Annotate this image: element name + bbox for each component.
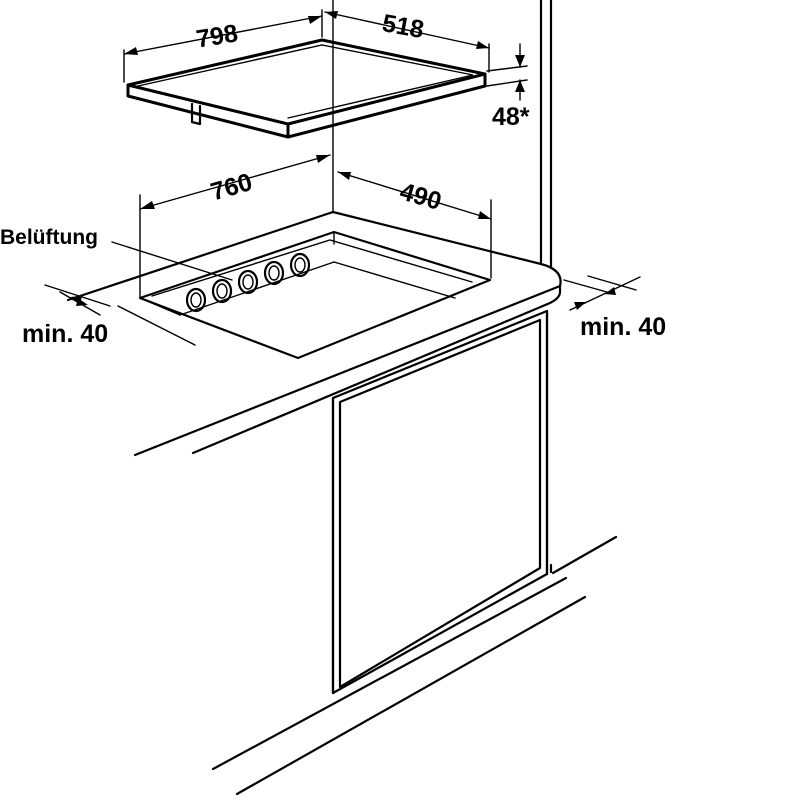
vent-hole <box>211 278 233 304</box>
dimension-hob-height: 48* <box>486 43 530 131</box>
dimension-cutout-depth: 490 <box>337 171 492 279</box>
dimension-hob-width: 798 <box>123 9 323 83</box>
worktop <box>66 210 562 457</box>
dimension-cutout-width: 760 <box>139 154 331 299</box>
hob-height-value: 48* <box>492 103 530 131</box>
floor <box>211 576 587 796</box>
hob-depth-value: 518 <box>380 9 426 44</box>
cutout-depth-value: 490 <box>397 177 445 215</box>
ventilation-holes <box>185 252 311 313</box>
vent-hole <box>185 287 207 313</box>
ventilation-label: Belüftung <box>0 226 98 249</box>
dimension-side-clearance: min. 40 <box>563 275 666 341</box>
dimension-front-clearance: min. 40 <box>22 284 196 348</box>
front-clearance-value: min. 40 <box>22 320 108 348</box>
vent-hole <box>237 269 259 295</box>
ventilation-callout: Belüftung <box>0 226 233 281</box>
dimension-hob-depth: 518 <box>324 9 490 73</box>
hob-appliance <box>126 38 487 139</box>
base-cabinet <box>331 309 549 695</box>
side-clearance-value: min. 40 <box>580 313 666 341</box>
vent-hole <box>289 252 311 278</box>
wall <box>539 0 618 575</box>
vent-hole <box>263 260 285 286</box>
cutout-width-value: 760 <box>208 168 256 206</box>
hob-width-value: 798 <box>194 19 240 53</box>
